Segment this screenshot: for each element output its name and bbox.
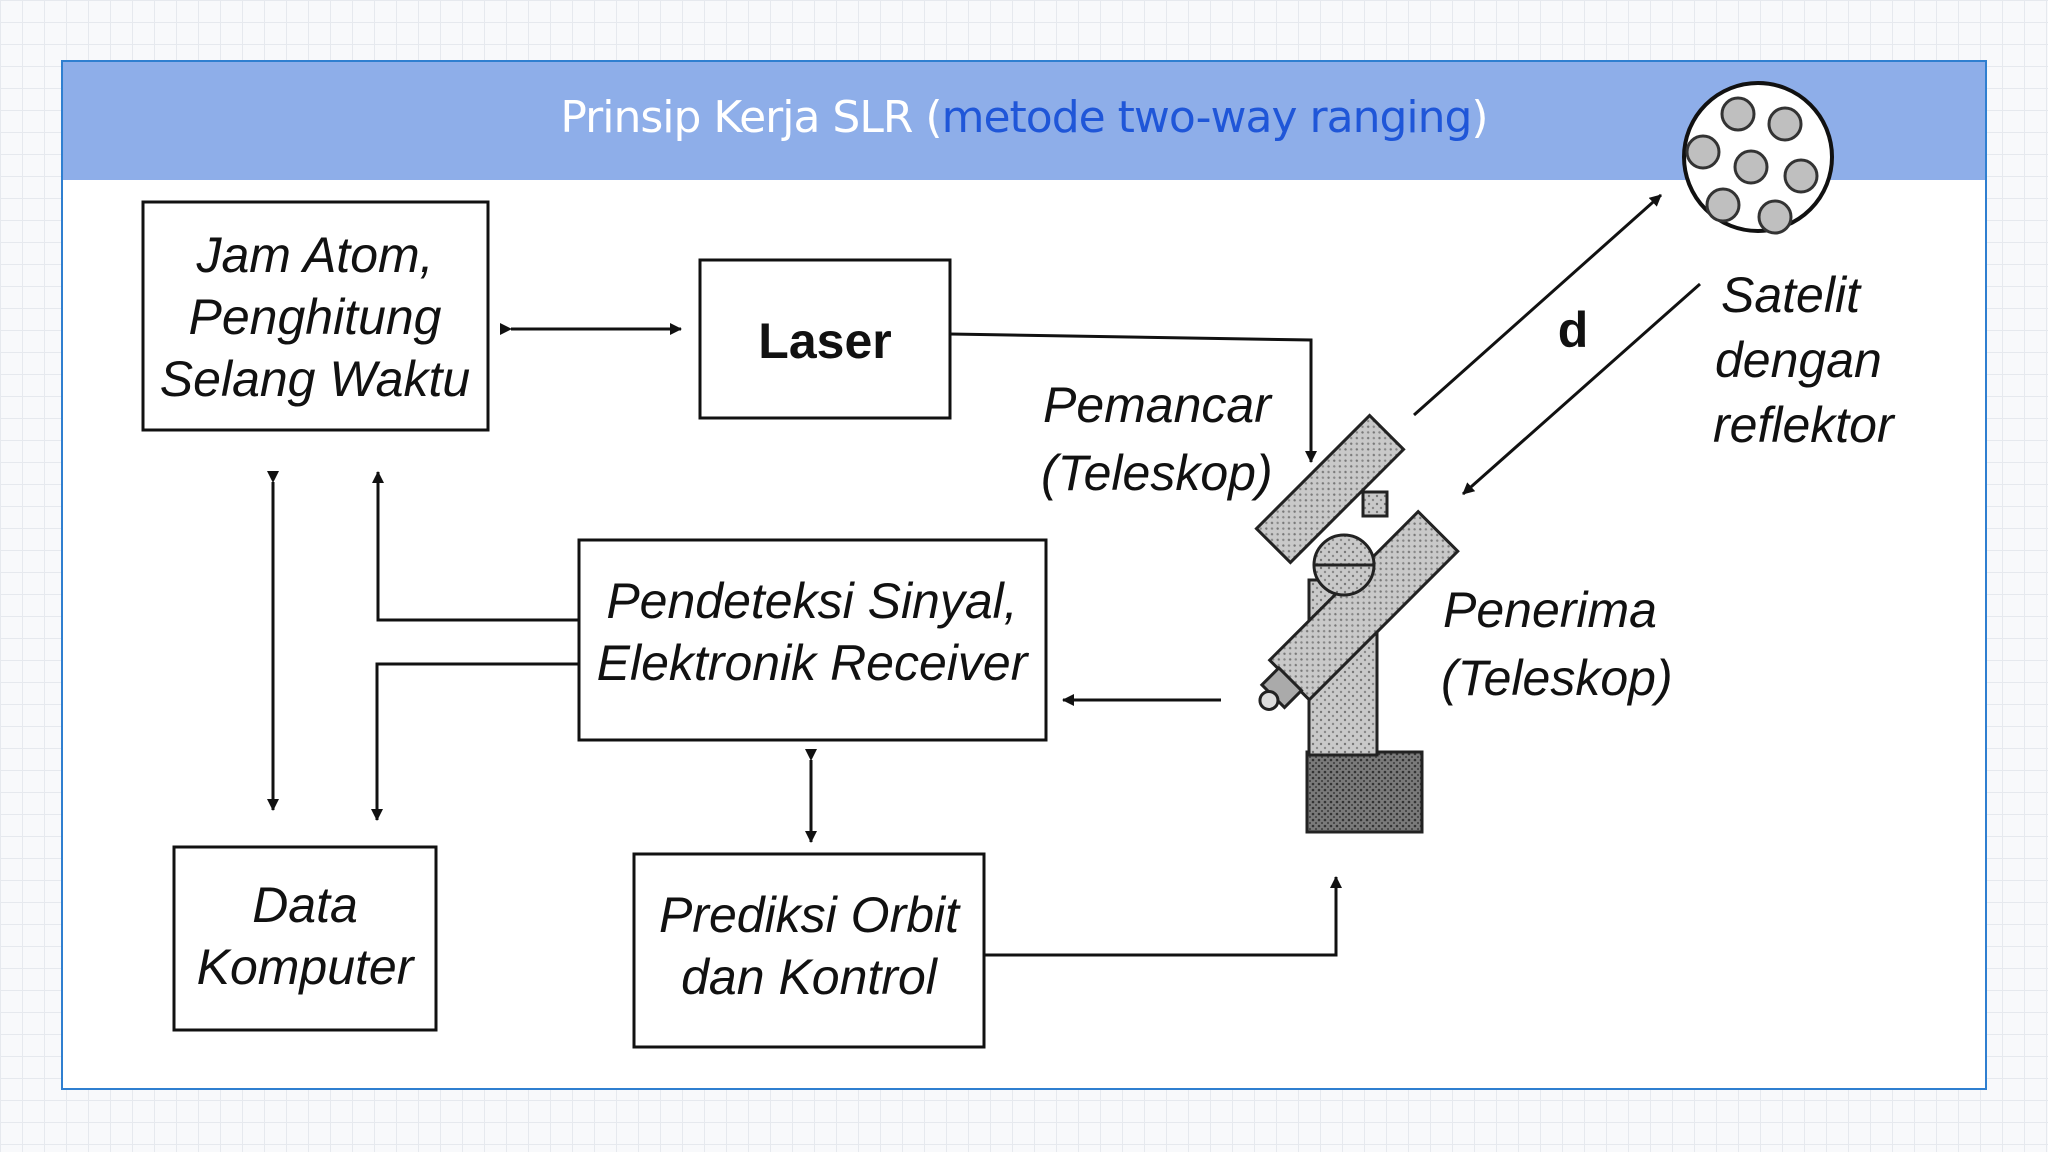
distance-label: d bbox=[1558, 302, 1589, 358]
laser-box: Laser bbox=[698, 258, 952, 420]
arrow-pendeteksi-jam bbox=[372, 471, 579, 622]
jam-atom-line-1: Jam Atom, bbox=[195, 227, 433, 283]
telescope-icon bbox=[1254, 413, 1460, 834]
title-highlight: metode two-way ranging bbox=[941, 92, 1473, 143]
title-prefix: Prinsip Kerja SLR ( bbox=[560, 92, 942, 143]
slr-diagram: Jam Atom, Penghitung Selang Waktu Laser … bbox=[141, 81, 1896, 1049]
arrow-pendeteksi-data bbox=[371, 662, 579, 821]
pendeteksi-line-1: Pendeteksi Sinyal, bbox=[606, 573, 1017, 629]
jam-atom-line-3: Selang Waktu bbox=[160, 351, 470, 407]
penerima-line-1: Penerima bbox=[1443, 582, 1657, 638]
arrow-to-satellite bbox=[1413, 193, 1662, 417]
laser-label: Laser bbox=[758, 313, 891, 369]
prediksi-line-1: Prediksi Orbit bbox=[659, 887, 961, 943]
satelit-line-2: dengan bbox=[1715, 332, 1882, 388]
arrow-prediksi-teleskop bbox=[984, 876, 1342, 957]
pemancar-line-2: (Teleskop) bbox=[1041, 445, 1273, 501]
slide: Prinsip Kerja SLR (metode two-way rangin… bbox=[61, 60, 1987, 1090]
slide-title: Prinsip Kerja SLR (metode two-way rangin… bbox=[63, 92, 1985, 143]
jam-atom-box: Jam Atom, Penghitung Selang Waktu bbox=[141, 200, 490, 432]
connectors bbox=[267, 193, 1701, 957]
header-bar: Prinsip Kerja SLR (metode two-way rangin… bbox=[63, 62, 1985, 180]
pemancar-line-1: Pemancar bbox=[1043, 377, 1273, 433]
data-komputer-line-2: Komputer bbox=[197, 939, 416, 995]
title-suffix: ) bbox=[1471, 92, 1488, 143]
arrow-from-satellite bbox=[1462, 282, 1701, 496]
satelit-line-1: Satelit bbox=[1721, 267, 1862, 323]
pendeteksi-box: Pendeteksi Sinyal, Elektronik Receiver bbox=[577, 538, 1048, 742]
penerima-line-2: (Teleskop) bbox=[1441, 650, 1673, 706]
satellite-icon bbox=[1682, 81, 1834, 235]
prediksi-line-2: dan Kontrol bbox=[681, 949, 939, 1005]
data-komputer-line-1: Data bbox=[252, 877, 358, 933]
pendeteksi-line-2: Elektronik Receiver bbox=[597, 635, 1030, 691]
data-komputer-box: Data Komputer bbox=[172, 845, 438, 1032]
jam-atom-line-2: Penghitung bbox=[188, 289, 441, 345]
arrow-laser-pemancar bbox=[949, 332, 1317, 463]
prediksi-box: Prediksi Orbit dan Kontrol bbox=[632, 852, 986, 1049]
satelit-line-3: reflektor bbox=[1713, 397, 1896, 453]
